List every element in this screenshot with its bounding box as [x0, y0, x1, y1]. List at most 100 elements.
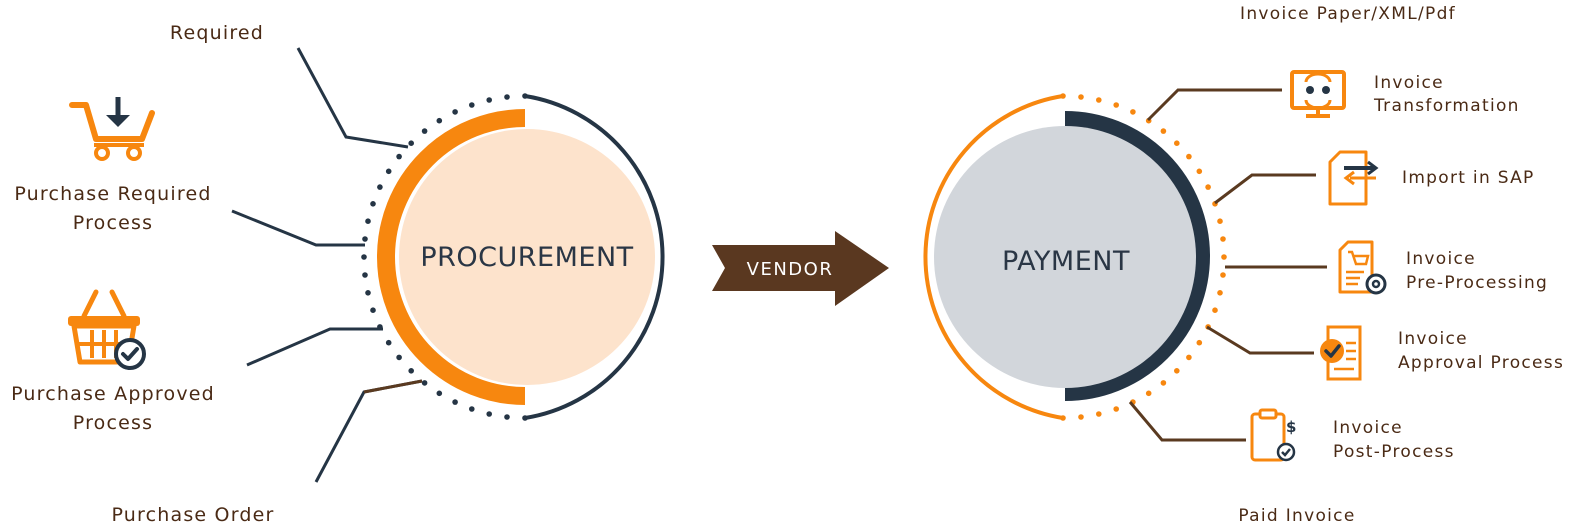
- arc-dot: [361, 254, 367, 260]
- label-pre-processing-1: Invoice: [1406, 249, 1476, 269]
- arc-dot: [365, 218, 371, 224]
- arc-dot: [421, 380, 428, 386]
- arc-dot: [385, 339, 392, 346]
- connector-post-process: [1128, 401, 1246, 442]
- connector-purchase-approved: [246, 327, 383, 367]
- arc-dot: [1145, 390, 1152, 397]
- document-transfer-icon: [1328, 150, 1379, 206]
- arc-dot: [1160, 128, 1167, 134]
- arc-dot: [1205, 184, 1211, 190]
- arc-dot: [1096, 411, 1102, 417]
- arc-dot: [1060, 93, 1066, 99]
- procurement-outer-arc: [524, 94, 665, 420]
- arc-dot: [421, 128, 428, 134]
- arc-dot: [486, 411, 493, 417]
- arc-dot: [1113, 102, 1119, 108]
- arc-dot: [1220, 236, 1226, 242]
- procurement-orange-arc: [377, 109, 526, 405]
- arc-dot: [408, 368, 415, 374]
- vendor-label: VENDOR: [747, 259, 834, 280]
- label-approval-1: Invoice: [1398, 329, 1468, 349]
- arc-dot: [469, 102, 475, 108]
- procurement-title: PROCUREMENT: [420, 242, 633, 273]
- arc-dot: [1196, 339, 1203, 346]
- arc-dot: [370, 201, 376, 207]
- payment-dotted-arc: [1060, 93, 1227, 421]
- procurement-group: PROCUREMENT: [361, 93, 665, 421]
- arc-dot: [1130, 109, 1136, 115]
- arc-dot: [436, 390, 443, 397]
- procurement-dotted-arc: [361, 93, 528, 421]
- arc-dot: [1196, 168, 1203, 175]
- label-pre-processing-2: Pre-Processing: [1406, 273, 1548, 293]
- document-check-icon: [1320, 325, 1362, 381]
- payment-outer-arc: [923, 94, 1064, 420]
- arc-dot: [452, 109, 458, 115]
- label-post-process-2: Post-Process: [1333, 442, 1455, 462]
- document-cart-gear-icon: [1338, 240, 1387, 295]
- connector-invoice-transformation: [1146, 88, 1282, 122]
- arc-dot: [1078, 414, 1084, 420]
- arc-dot: [486, 97, 493, 103]
- arc-dot: [1212, 307, 1218, 314]
- arc-dot: [1186, 153, 1192, 160]
- arc-dot: [1220, 272, 1226, 278]
- arc-dot: [504, 414, 510, 420]
- payment-title: PAYMENT: [1002, 246, 1130, 277]
- monitor-sync-icon: [1290, 70, 1346, 118]
- clipboard-dollar-icon: $: [1250, 408, 1296, 462]
- payment-navy-arc: [1064, 111, 1210, 401]
- label-invoice-paper: Invoice Paper/XML/Pdf: [1240, 4, 1456, 24]
- connector-approval: [1206, 325, 1314, 355]
- arc-dot: [1174, 140, 1180, 146]
- arc-dot: [1174, 368, 1180, 374]
- label-purchase-order: Purchase Order: [111, 504, 274, 526]
- label-purchase-required-2: Process: [73, 212, 153, 234]
- arc-dot: [1217, 218, 1223, 224]
- arc-dot: [1113, 406, 1119, 412]
- label-invoice-transformation-1: Invoice: [1374, 73, 1444, 93]
- arc-dot: [370, 307, 376, 314]
- basket-check-icon: [68, 289, 146, 370]
- arc-dot: [469, 406, 475, 412]
- cart-download-icon: [69, 97, 155, 161]
- label-invoice-transformation-2: Transformation: [1373, 96, 1520, 116]
- arc-dot: [385, 168, 392, 175]
- arc-dot: [1186, 354, 1192, 361]
- connector-import-sap: [1214, 173, 1316, 205]
- arc-dot: [1060, 415, 1066, 421]
- vendor-arrow: VENDOR: [712, 231, 889, 306]
- arc-dot: [365, 290, 371, 296]
- arc-dot: [522, 93, 528, 99]
- connector-purchase-order-tip: [363, 379, 423, 394]
- arc-dot: [504, 94, 510, 100]
- connector-purchase-required: [231, 209, 365, 247]
- arc-dot: [396, 354, 402, 361]
- payment-group: PAYMENT: [923, 93, 1227, 421]
- arc-dot: [1217, 290, 1223, 296]
- procurement-circle: [399, 129, 655, 385]
- arc-dot: [1160, 380, 1167, 386]
- arc-dot: [362, 272, 368, 278]
- label-purchase-approved-2: Process: [73, 412, 153, 434]
- label-post-process-1: Invoice: [1333, 418, 1403, 438]
- arc-dot: [436, 117, 443, 124]
- connector-purchase-order: [314, 379, 423, 483]
- label-approval-2: Approval Process: [1398, 353, 1564, 373]
- connector-required: [296, 47, 409, 149]
- label-purchase-approved-1: Purchase Approved: [11, 383, 215, 405]
- payment-connectors: [1128, 88, 1327, 442]
- arc-dot: [1096, 97, 1102, 103]
- label-paid-invoice: Paid Invoice: [1238, 506, 1355, 526]
- arc-dot: [362, 236, 368, 242]
- label-import-sap: Import in SAP: [1402, 168, 1535, 188]
- arc-dot: [452, 399, 458, 405]
- payment-circle: [934, 126, 1196, 388]
- arc-dot: [1078, 94, 1084, 100]
- procurement-connectors: [231, 47, 423, 483]
- arc-dot: [377, 184, 383, 190]
- arc-dot: [408, 140, 415, 146]
- arc-dot: [1221, 254, 1227, 260]
- arc-dot: [522, 415, 528, 421]
